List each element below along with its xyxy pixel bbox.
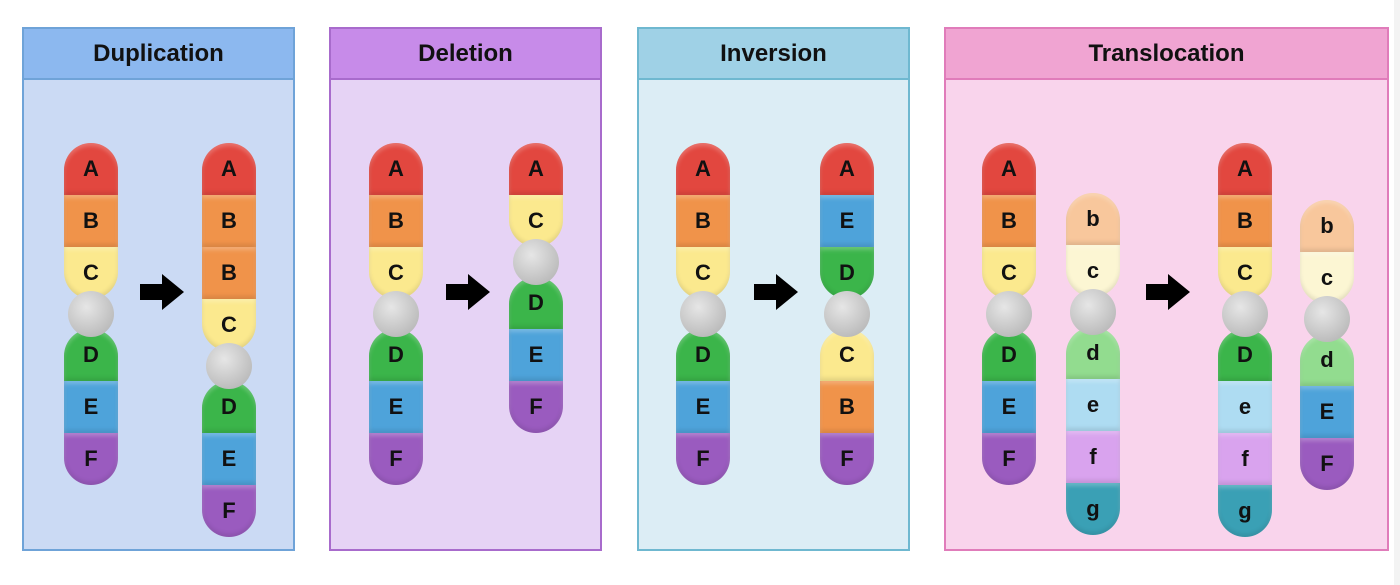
gene-segment-d: d — [1300, 334, 1354, 386]
gene-segment-C: C — [982, 247, 1036, 299]
centromere — [986, 291, 1032, 337]
gene-segment-B: B — [202, 247, 256, 299]
gene-segment-f: f — [1218, 433, 1272, 485]
gene-segment-g: g — [1218, 485, 1272, 537]
gene-segment-c: c — [1300, 252, 1354, 304]
gene-segment-b: b — [1066, 193, 1120, 245]
gene-segment-e: e — [1066, 379, 1120, 431]
centromere — [513, 239, 559, 285]
gene-segment-e: e — [1218, 381, 1272, 433]
gene-segment-A: A — [982, 143, 1036, 195]
gene-segment-B: B — [64, 195, 118, 247]
gene-segment-g: g — [1066, 483, 1120, 535]
gene-segment-B: B — [369, 195, 423, 247]
gene-segment-D: D — [676, 329, 730, 381]
gene-segment-D: D — [202, 381, 256, 433]
gene-segment-B: B — [982, 195, 1036, 247]
gene-segment-F: F — [64, 433, 118, 485]
right-arrow-icon — [446, 274, 490, 310]
gene-segment-F: F — [509, 381, 563, 433]
gene-segment-B: B — [676, 195, 730, 247]
gene-segment-D: D — [369, 329, 423, 381]
gene-segment-B: B — [1218, 195, 1272, 247]
gene-segment-C: C — [820, 329, 874, 381]
gene-segment-C: C — [509, 195, 563, 247]
gene-segment-A: A — [369, 143, 423, 195]
gene-segment-d: d — [1066, 327, 1120, 379]
gene-segment-E: E — [369, 381, 423, 433]
gene-segment-E: E — [202, 433, 256, 485]
panel-title: Duplication — [24, 29, 293, 80]
gene-segment-C: C — [64, 247, 118, 299]
gene-segment-E: E — [676, 381, 730, 433]
gene-segment-F: F — [820, 433, 874, 485]
gene-segment-A: A — [1218, 143, 1272, 195]
gene-segment-F: F — [982, 433, 1036, 485]
gene-segment-E: E — [1300, 386, 1354, 438]
gene-segment-D: D — [820, 247, 874, 299]
gene-segment-C: C — [1218, 247, 1272, 299]
gene-segment-D: D — [64, 329, 118, 381]
gene-segment-D: D — [509, 277, 563, 329]
gene-segment-F: F — [676, 433, 730, 485]
gene-segment-D: D — [982, 329, 1036, 381]
gene-segment-A: A — [509, 143, 563, 195]
gene-segment-F: F — [1300, 438, 1354, 490]
gene-segment-A: A — [820, 143, 874, 195]
right-arrow-icon — [140, 274, 184, 310]
panel-title: Deletion — [331, 29, 600, 80]
gene-segment-E: E — [982, 381, 1036, 433]
centromere — [824, 291, 870, 337]
centromere — [1304, 296, 1350, 342]
centromere — [1222, 291, 1268, 337]
gene-segment-E: E — [64, 381, 118, 433]
scroll-strip — [1394, 0, 1400, 585]
gene-segment-F: F — [369, 433, 423, 485]
right-arrow-icon — [1146, 274, 1190, 310]
centromere — [1070, 289, 1116, 335]
gene-segment-B: B — [820, 381, 874, 433]
gene-segment-c: c — [1066, 245, 1120, 297]
gene-segment-C: C — [676, 247, 730, 299]
gene-segment-A: A — [202, 143, 256, 195]
gene-segment-C: C — [202, 299, 256, 351]
gene-segment-B: B — [202, 195, 256, 247]
gene-segment-b: b — [1300, 200, 1354, 252]
gene-segment-E: E — [820, 195, 874, 247]
gene-segment-D: D — [1218, 329, 1272, 381]
right-arrow-icon — [754, 274, 798, 310]
gene-segment-E: E — [509, 329, 563, 381]
gene-segment-A: A — [64, 143, 118, 195]
gene-segment-C: C — [369, 247, 423, 299]
panel-title: Translocation — [946, 29, 1387, 80]
gene-segment-F: F — [202, 485, 256, 537]
gene-segment-A: A — [676, 143, 730, 195]
panel-title: Inversion — [639, 29, 908, 80]
centromere — [206, 343, 252, 389]
gene-segment-f: f — [1066, 431, 1120, 483]
centromere — [680, 291, 726, 337]
centromere — [373, 291, 419, 337]
centromere — [68, 291, 114, 337]
